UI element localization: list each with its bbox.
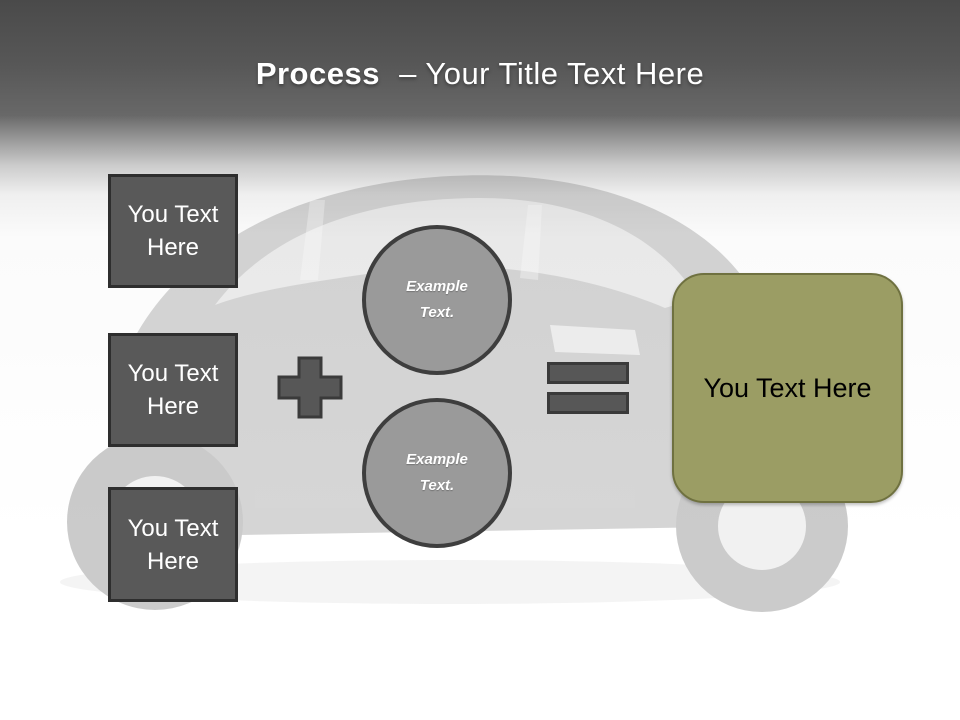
input-box-1-label: You Text Here [127,201,219,261]
result-box[interactable]: You Text Here [672,273,903,503]
input-box-1[interactable]: You Text Here [108,174,238,288]
equals-icon [547,362,629,422]
slide-title-subtitle: – Your Title Text Here [399,56,705,91]
example-circle-2[interactable]: Example Text. [362,398,512,548]
equals-bar-top [547,362,629,384]
input-box-3[interactable]: You Text Here [108,487,238,602]
example-circle-2-label: Example Text. [406,451,468,494]
equals-bar-bottom [547,392,629,414]
input-box-3-label: You Text Here [127,514,219,575]
input-box-2[interactable]: You Text Here [108,333,238,447]
input-box-2-label: You Text Here [127,360,219,420]
slide-title: Process – Your Title Text Here [0,54,960,94]
plus-icon [277,356,343,419]
example-circle-1[interactable]: Example Text. [362,225,512,375]
example-circle-1-label: Example Text. [406,278,468,321]
slide-title-keyword: Process [255,56,380,91]
result-box-label: You Text Here [703,372,872,403]
